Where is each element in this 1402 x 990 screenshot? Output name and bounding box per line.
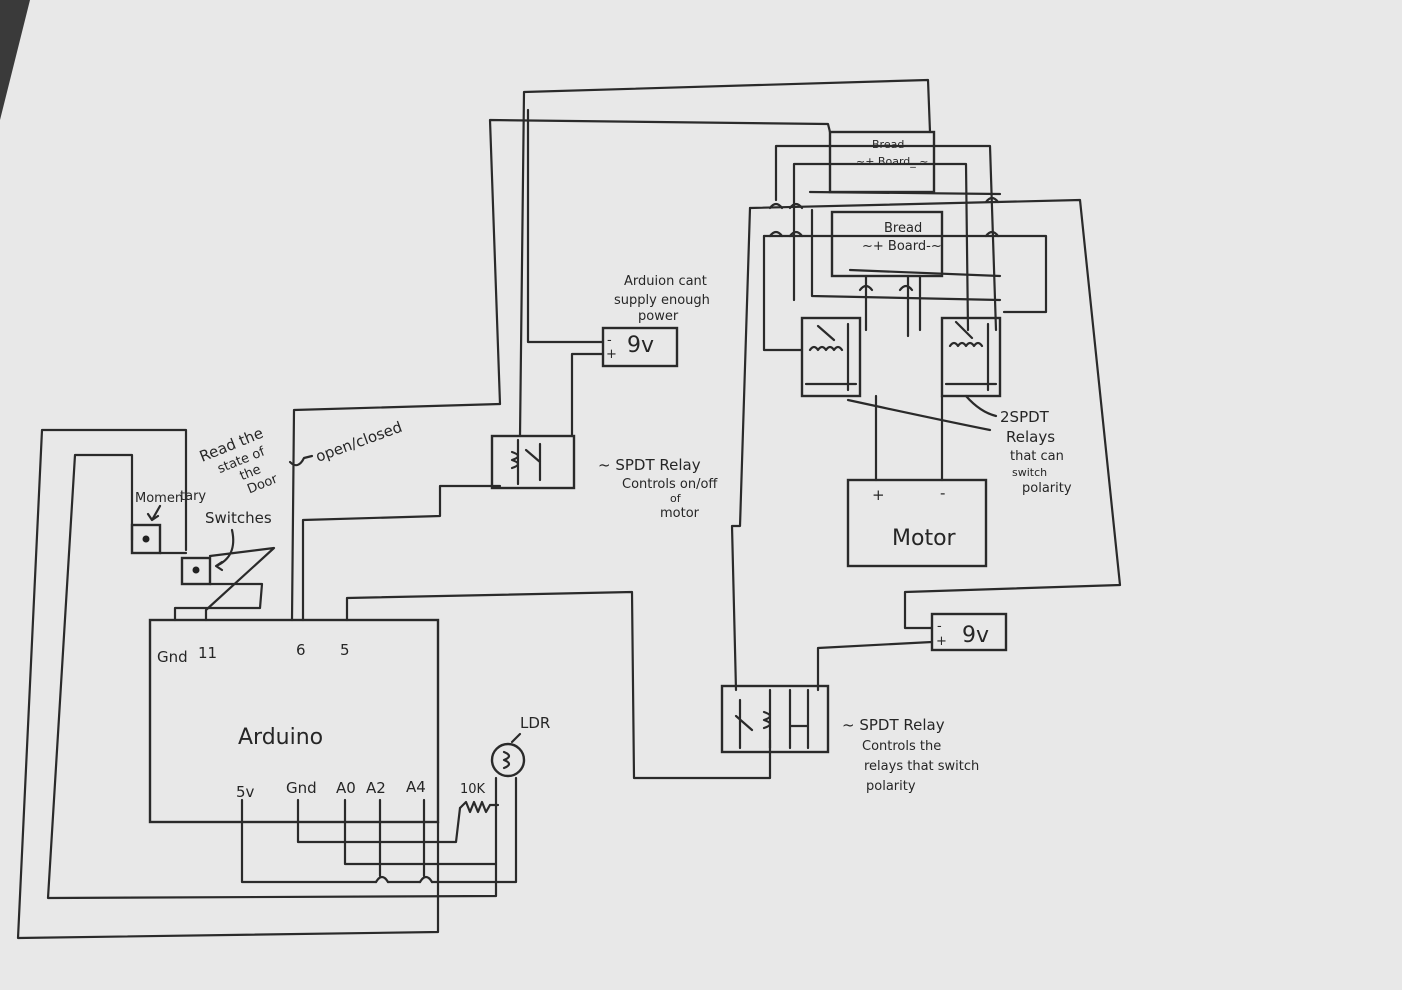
breadboard-top-line1: Bread xyxy=(872,138,904,151)
bb-wire-e xyxy=(762,234,804,352)
relay-ctrl-label-3: relays that switch xyxy=(864,759,979,774)
relay-ctrl-label-4: polarity xyxy=(866,779,916,794)
pin-gnd-top: Gnd xyxy=(157,648,188,666)
motor-plus: + xyxy=(872,486,885,504)
power-note-2: supply enough xyxy=(614,293,710,308)
power-note-1: Arduion cant xyxy=(624,274,707,289)
relay-ctrl-label-1: ~ SPDT Relay xyxy=(842,716,945,734)
ldr-tick xyxy=(510,732,522,744)
ldr-symbol xyxy=(490,742,526,778)
pin-gnd-bottom: Gnd xyxy=(286,779,317,797)
bb-wire-f xyxy=(810,208,1002,302)
wire-switch-diag xyxy=(204,546,276,622)
breadboard-top-line2: ~+ Board_ ~ xyxy=(856,155,928,168)
breadboard-bottom xyxy=(830,210,944,278)
breadboard-bottom-line2: ~+ Board-~ xyxy=(862,239,942,254)
relay-onoff-label-1: ~ SPDT Relay xyxy=(598,456,701,474)
pin-11: 11 xyxy=(198,644,217,662)
resistor-10k xyxy=(458,800,500,814)
bb-wire-d xyxy=(762,234,1048,314)
motor xyxy=(846,478,988,568)
polarity-label-arrow xyxy=(846,394,998,432)
crossover-5v xyxy=(374,875,434,884)
momentary-switch-dot xyxy=(142,535,150,543)
bottom-battery-value: 9v xyxy=(962,623,989,648)
relay-onoff-label-2: Controls on/off xyxy=(622,477,718,492)
pin-a4: A4 xyxy=(406,778,426,796)
door-arrow xyxy=(288,454,314,467)
relay-onoff-coil xyxy=(510,438,542,486)
breadboard-bottom-line1: Bread xyxy=(884,221,922,236)
momentary-arrow xyxy=(146,504,162,522)
momentary-label-1: Momen xyxy=(135,491,183,506)
wire-battery-pos xyxy=(570,352,605,438)
top-battery-plus: + xyxy=(606,347,617,362)
top-battery-value: 9v xyxy=(627,333,654,358)
top-battery xyxy=(601,326,679,368)
relay-onoff xyxy=(490,434,576,490)
door-switch-dot xyxy=(192,566,200,574)
bottom-battery-plus: + xyxy=(936,634,947,649)
motor-minus: - xyxy=(940,484,945,502)
polarity-label-3: that can xyxy=(1010,449,1064,464)
momentary-label-2: tary xyxy=(180,489,206,504)
wire-bottom-battery-pos xyxy=(816,640,934,692)
polarity-label-5: polarity xyxy=(1022,481,1072,496)
wire-pin6 xyxy=(301,484,502,622)
relay-ctrl-label-2: Controls the xyxy=(862,739,941,754)
polarity-label-4: switch xyxy=(1012,466,1047,479)
wire-top-2 xyxy=(488,118,832,406)
polarity-label-1: 2SPDT xyxy=(1000,408,1050,426)
door-switch xyxy=(180,556,212,586)
wire-5v xyxy=(240,776,518,884)
relay-onoff-label-3: of xyxy=(670,492,682,505)
power-note-3: power xyxy=(638,309,679,324)
arduino-board xyxy=(148,618,440,824)
wire-pin11-up xyxy=(290,402,502,622)
relay-polarity-ctrl xyxy=(720,684,830,754)
polarity-relay-2-coil xyxy=(944,320,998,392)
pin-5: 5 xyxy=(340,641,350,659)
polarity-relay-1 xyxy=(800,316,862,398)
polarity-relay-1-coil xyxy=(804,322,858,392)
relay-onoff-label-4: motor xyxy=(660,506,700,521)
motor-label: Motor xyxy=(892,526,957,551)
bb-crossovers xyxy=(768,196,1000,292)
wire-gnd-to-switch xyxy=(173,582,264,622)
top-battery-minus: - xyxy=(607,333,612,348)
bottom-battery-minus: - xyxy=(937,619,942,634)
relay-polarity-ctrl-coil xyxy=(734,688,810,750)
polarity-label-2: Relays xyxy=(1006,428,1055,446)
wire-left-outer xyxy=(16,428,440,940)
wire-top-1 xyxy=(518,78,932,438)
pin-6: 6 xyxy=(296,641,306,659)
wire-a0 xyxy=(343,798,498,866)
polarity-relay-2 xyxy=(940,316,1002,398)
wire-gnd-bottom xyxy=(296,798,462,844)
resistor-label: 10K xyxy=(460,782,486,797)
bb-wire-i xyxy=(730,206,752,692)
ldr-label: LDR xyxy=(520,714,550,732)
arduino-label: Arduino xyxy=(238,725,323,750)
pin-a0: A0 xyxy=(336,779,356,797)
wire-left-inner xyxy=(46,453,498,900)
pin-5v: 5v xyxy=(236,783,255,801)
bb-wire-g xyxy=(808,190,1002,278)
wire-battery-neg xyxy=(526,108,605,344)
svg-text:the: the xyxy=(238,462,263,484)
pin-a2: A2 xyxy=(366,779,386,797)
ldr-squiggle xyxy=(502,750,511,770)
wire-pin5 xyxy=(345,590,772,780)
switches-label: Switches xyxy=(205,509,272,527)
bb-wire-c xyxy=(748,198,1122,630)
bottom-battery xyxy=(930,612,1008,652)
bb-wire-a xyxy=(774,144,998,332)
